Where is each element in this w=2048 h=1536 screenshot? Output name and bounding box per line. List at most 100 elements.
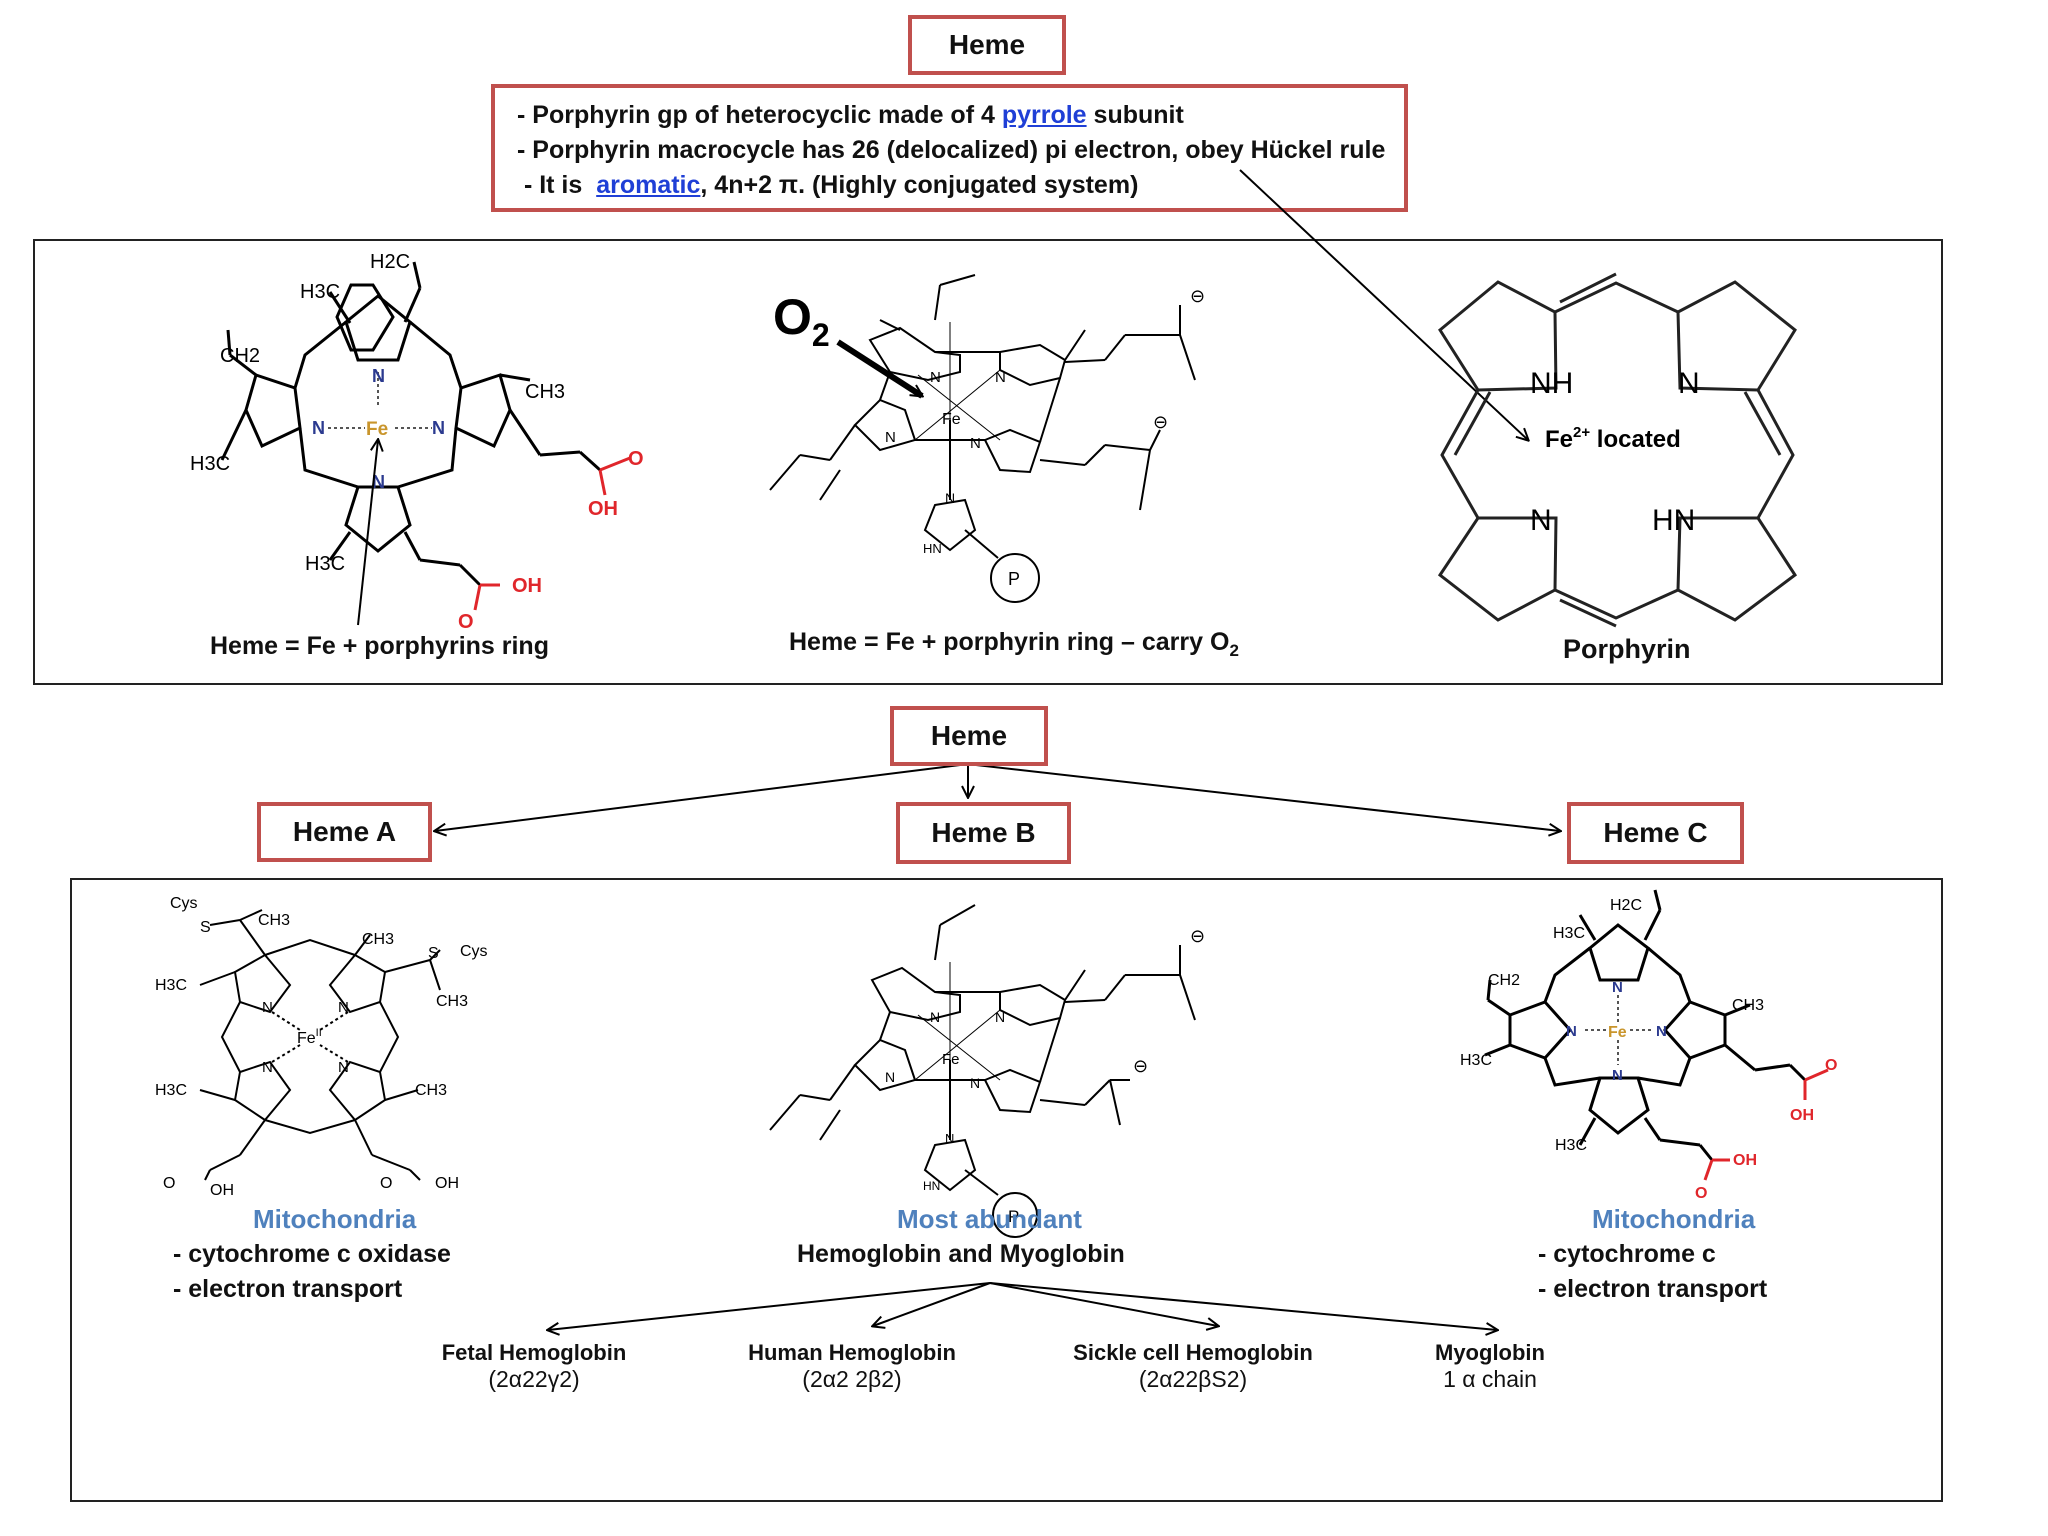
heme-a-line-1: - cytochrome c oxidase [173,1240,451,1268]
heme-a-cys-2: Cys [460,943,488,960]
heme-c-h2c: H2C [1610,897,1642,914]
heme-b-label: Heme B [931,817,1036,848]
globin-sickle-name: Sickle cell Hemoglobin [1073,1340,1313,1365]
heme-c-o-2: O [1695,1185,1707,1202]
heme-a-ch3-2: CH3 [362,931,394,948]
heme-left-fe: Fe [366,419,388,440]
heme-middle-fe: Fe [942,411,961,428]
heme-c-ch3: CH3 [1732,997,1764,1014]
porphyrin-structure [1437,272,1798,628]
o2-label: O2 [773,289,830,353]
heme-middle-hn: HN [923,541,942,556]
heme-structure-left [220,261,602,587]
globin-sickle: Sickle cell Hemoglobin (2α22βS2) [1068,1340,1318,1393]
heme-b-location: Most abundant [897,1204,1082,1234]
heme-a-s-1: S [200,919,211,936]
structures-frame-bottom [70,878,1943,1502]
top-heme-title: Heme [948,29,1026,60]
heme-c-line-2: - electron transport [1538,1275,1768,1303]
heme-middle-p: P [1008,569,1020,589]
heme-b-box: Heme B [896,802,1071,864]
huckel-arrow [1239,169,1528,440]
heme-a-ch3-3: CH3 [436,993,468,1010]
heme-a-o-1: O [163,1175,175,1192]
heme-left-h3c-left: H3C [190,453,230,475]
heme-middle-minus-2: ⊖ [1153,412,1168,432]
heme-c-box: Heme C [1567,802,1744,864]
pyrrole-link[interactable]: pyrrole [1001,101,1087,129]
globin-myoglobin-formula: 1 α chain [1443,1366,1537,1392]
arrow-heme-to-a [435,764,961,831]
heme-c-o-1: O [1825,1057,1837,1074]
heme-left-n-top: N [372,366,385,386]
globin-myoglobin: Myoglobin 1 α chain [1410,1340,1570,1393]
heme-a-n4: N [338,1059,349,1076]
globin-fetal: Fetal Hemoglobin (2α22γ2) [434,1340,634,1393]
globin-myoglobin-name: Myoglobin [1435,1340,1545,1365]
arrow-to-myoglobin [989,1282,1497,1330]
o2-arrow [836,339,922,399]
heme-c-oh-1: OH [1790,1107,1814,1124]
heme-a-location: Mitochondria [253,1204,417,1234]
heme-middle-minus-1: ⊖ [1190,286,1205,306]
heme-left-oh-2: OH [512,575,542,597]
heme-c-oh-2: OH [1733,1152,1757,1169]
heme-a-o-2: O [380,1175,392,1192]
info-line-3: - It is aromatic, 4n+2 π. (Highly conjug… [517,171,1139,199]
heme-b-line-1: Hemoglobin and Myoglobin [797,1240,1125,1268]
heme-b-p: P [1008,1207,1019,1226]
heme-middle-n3: N [885,429,896,446]
porphyrin-hn: HN [1652,504,1695,537]
heme-b-minus-2: ⊖ [1133,1056,1148,1076]
heme-c-structure [1484,889,1807,1161]
arrow-to-sickle [989,1282,1218,1326]
heme-b-structure [769,904,1196,1196]
heme-root-box: Heme [890,706,1048,766]
porphyrin-info-box: - Porphyrin gp of heterocyclic made of 4… [491,84,1408,212]
heme-a-line-2: - electron transport [173,1275,403,1303]
heme-left-n-right: N [432,418,445,438]
heme-b-n1: N [930,1009,940,1025]
heme-a-cys-1: Cys [170,895,198,912]
globin-human-name: Human Hemoglobin [748,1340,956,1365]
heme-left-ch2: CH2 [220,345,260,367]
heme-b-n5: N [945,1131,954,1146]
heme-a-oh-2: OH [435,1175,459,1192]
heme-middle-caption: Heme = Fe + porphyrin ring – carry O2 [789,628,1239,660]
arrow-to-human [873,1282,991,1326]
heme-left-oh-1: OH [588,498,618,520]
porphyrin-nh: NH [1530,367,1573,400]
info-line-2: - Porphyrin macrocycle has 26 (delocaliz… [517,136,1386,164]
heme-left-caption: Heme = Fe + porphyrins ring [210,632,549,660]
heme-middle-n1: N [930,369,941,386]
heme-b-protein-circle [992,1192,1038,1238]
heme-left-h2c: H2C [370,251,410,273]
heme-middle-protein-circle [990,553,1040,603]
heme-a-n2: N [338,999,349,1016]
arrow-heme-to-c [975,764,1560,831]
heme-structure-middle [769,274,1196,559]
heme-a-label: Heme A [292,816,397,847]
heme-middle-n2: N [995,369,1006,386]
heme-a-ch3-4: CH3 [415,1082,447,1099]
globin-human-formula: (2α2 2β2) [802,1366,902,1392]
heme-left-red-groups [473,456,631,611]
heme-middle-n4: N [970,435,981,452]
heme-a-n3: N [262,1059,273,1076]
heme-c-line-1: - cytochrome c [1538,1240,1716,1268]
heme-a-n1: N [262,999,273,1016]
heme-b-fe: Fe [942,1051,960,1068]
heme-middle-n5: N [945,490,955,506]
globin-sickle-formula: (2α22βS2) [1138,1366,1248,1392]
aromatic-link[interactable]: aromatic [596,171,701,199]
heme-left-n-bottom: N [372,472,385,492]
heme-a-ch3-1: CH3 [258,912,290,929]
heme-c-h3c-2: H3C [1460,1052,1492,1069]
heme-c-fe: Fe [1608,1024,1627,1041]
heme-c-h3c-1: H3C [1553,925,1585,942]
heme-left-ch3: CH3 [525,381,565,403]
globin-fetal-formula: (2α22γ2) [488,1366,580,1392]
heme-c-ch2: CH2 [1488,972,1520,989]
heme-c-n1: N [1612,979,1623,996]
